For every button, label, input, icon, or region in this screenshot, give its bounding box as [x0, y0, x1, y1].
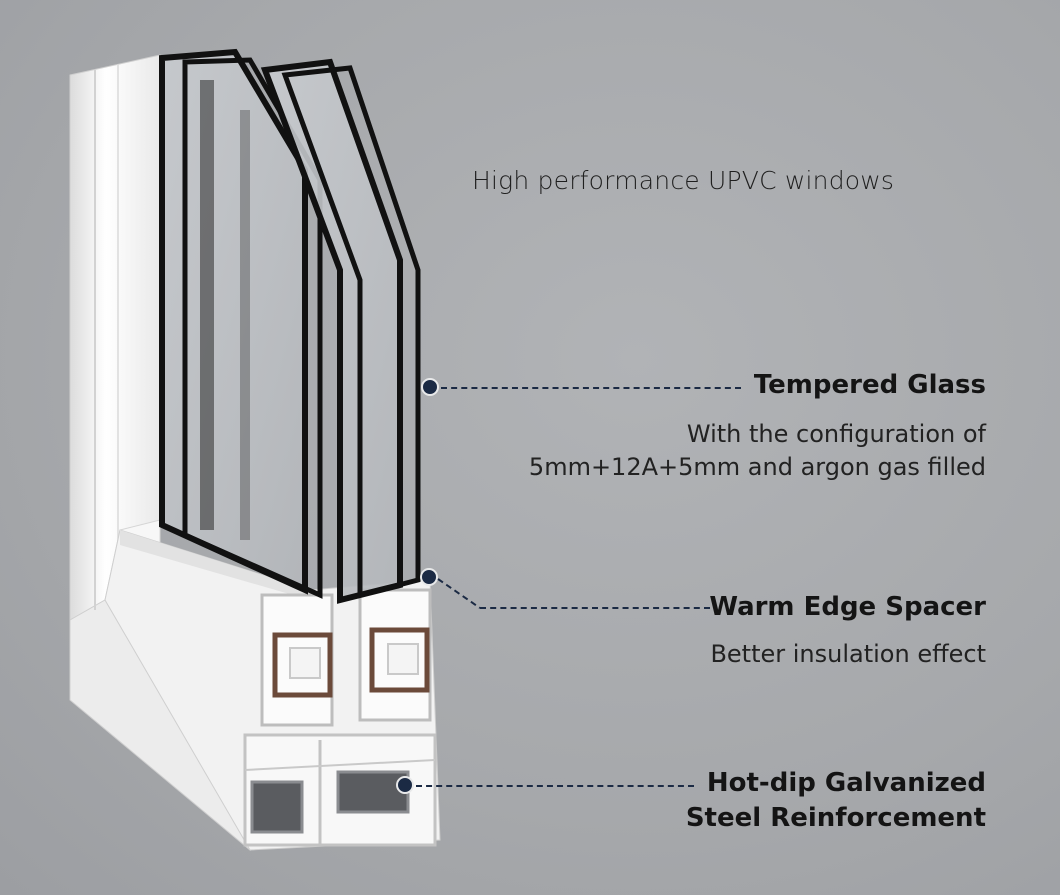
callout-title-warm-edge-spacer: Warm Edge Spacer — [709, 592, 986, 622]
callout-marker-tempered-glass — [421, 378, 439, 396]
title-line: Steel Reinforcement — [685, 803, 986, 833]
callout-leader-tempered-glass — [441, 387, 741, 389]
callout-leader-steel-reinforcement — [416, 785, 694, 787]
glass-panes — [159, 48, 421, 604]
callout-desc-tempered-glass: With the configuration of 5mm+12A+5mm an… — [529, 418, 986, 484]
callout-marker-steel-reinforcement — [396, 776, 414, 794]
title-line: Hot-dip Galvanized — [706, 768, 986, 798]
callout-title-tempered-glass: Tempered Glass — [753, 370, 986, 400]
headline: High performance UPVC windows — [472, 166, 895, 195]
callout-leader-warm-edge-spacer — [480, 607, 710, 609]
callout-marker-warm-edge-spacer — [420, 568, 438, 586]
desc-line: With the configuration of — [686, 420, 986, 448]
callout-title-steel-reinforcement: Hot-dip Galvanized Steel Reinforcement — [686, 766, 986, 836]
bottom-profile — [104, 529, 441, 851]
callout-leader-diagonal — [437, 578, 481, 609]
desc-line: 5mm+12A+5mm and argon gas filled — [528, 453, 986, 481]
callout-desc-warm-edge-spacer: Better insulation effect — [710, 640, 986, 668]
